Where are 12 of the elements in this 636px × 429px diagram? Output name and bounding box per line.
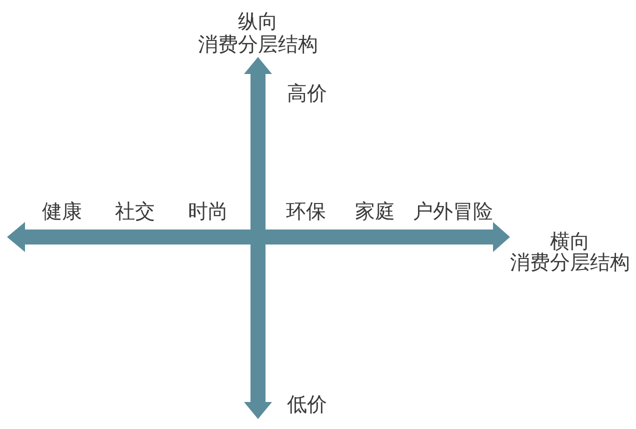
category-label: 环保 bbox=[286, 201, 326, 221]
category-label: 社交 bbox=[115, 201, 155, 221]
axis-title: 横向 bbox=[550, 231, 590, 251]
axis-end-label: 低价 bbox=[287, 394, 327, 414]
axis-title: 消费分层结构 bbox=[510, 252, 630, 272]
axis-title: 纵向 bbox=[238, 11, 278, 31]
category-label: 时尚 bbox=[188, 201, 228, 221]
category-label: 家庭 bbox=[355, 201, 395, 221]
axis-title: 消费分层结构 bbox=[198, 34, 318, 54]
axis-end-label: 高价 bbox=[287, 83, 327, 103]
category-label: 健康 bbox=[42, 201, 82, 221]
category-label: 户外冒险 bbox=[413, 201, 493, 221]
